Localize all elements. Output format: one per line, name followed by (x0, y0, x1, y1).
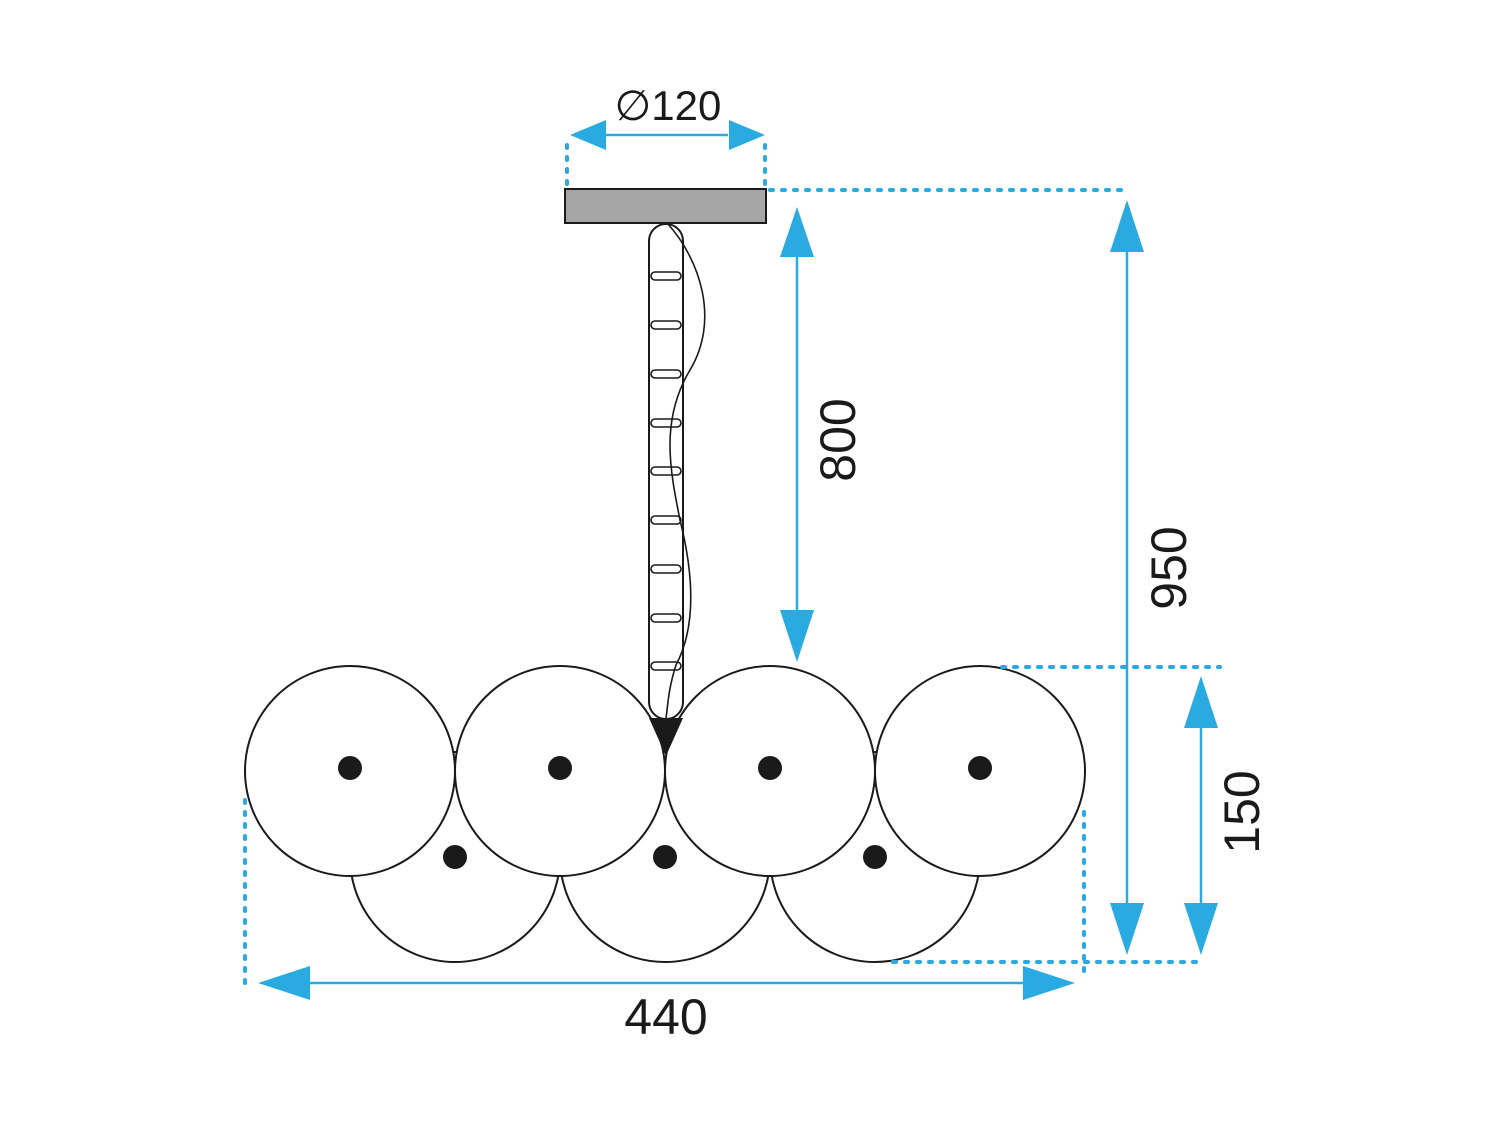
diameter-arrow-left (570, 120, 606, 150)
rod-length-label: 800 (810, 398, 866, 481)
bulb-front-4 (968, 756, 992, 780)
total-height-label: 950 (1141, 526, 1197, 609)
suspension-rod (648, 223, 684, 720)
front-row-bulbs (338, 756, 992, 780)
lamp-drawing (244, 188, 1086, 963)
dimension-arrows (258, 120, 1218, 1000)
shade-height-label: 150 (1214, 770, 1270, 853)
rod-connector-top (649, 718, 683, 756)
diameter-label: ∅120 (615, 82, 722, 129)
extension-lines (243, 143, 1222, 987)
bulb-back-3 (863, 845, 887, 869)
rod-arrow-bottom (780, 610, 814, 662)
bulb-back-2 (653, 845, 677, 869)
rod-segments (650, 271, 682, 671)
rod-arrow-top (780, 207, 814, 257)
height-arrow-bottom (1110, 903, 1144, 955)
total-width-label: 440 (624, 989, 707, 1045)
power-cable (665, 223, 706, 719)
width-arrow-left (258, 966, 310, 1000)
shade-arrow-top (1184, 676, 1218, 728)
dimension-labels: ∅120 800 950 150 440 (615, 82, 1270, 1045)
height-arrow-top (1110, 200, 1144, 252)
diameter-arrow-right (729, 120, 765, 150)
bulb-back-1 (443, 845, 467, 869)
ceiling-canopy (564, 188, 767, 224)
bulb-front-2 (548, 756, 572, 780)
back-row-bulbs (443, 845, 887, 869)
bulb-front-1 (338, 756, 362, 780)
width-arrow-right (1023, 966, 1075, 1000)
shade-arrow-bottom (1184, 903, 1218, 955)
bulb-front-3 (758, 756, 782, 780)
